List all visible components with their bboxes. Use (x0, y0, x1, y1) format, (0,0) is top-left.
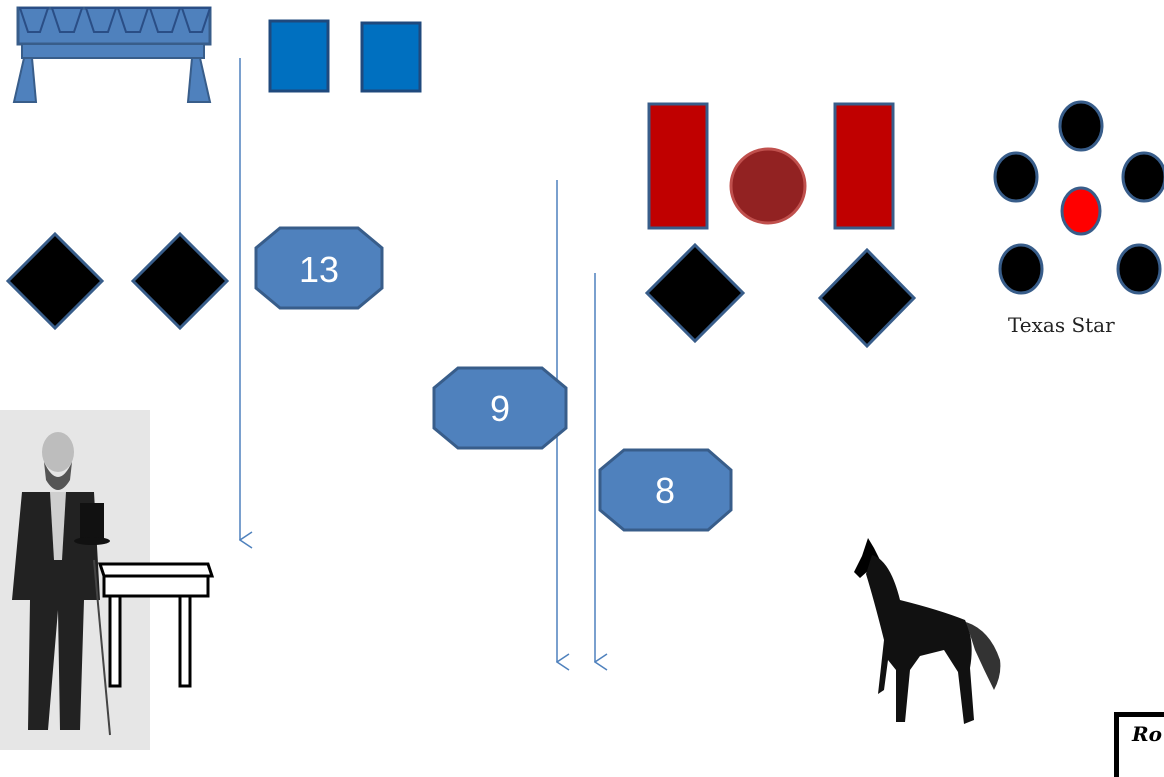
texas-star-formation (993, 100, 1164, 295)
badge-9-text: 9 (490, 388, 510, 429)
diamond-icon (817, 247, 917, 349)
man-photo-icon (0, 410, 150, 750)
diamond-icon (644, 242, 746, 344)
star-dot (993, 151, 1039, 203)
star-dot (1058, 100, 1104, 152)
diamond-icon (130, 231, 230, 331)
square-icon (360, 21, 422, 93)
badge-8: 8 (598, 448, 733, 532)
badge-8-text: 8 (655, 470, 675, 511)
badge-13-text: 13 (299, 249, 339, 290)
bench-icon (12, 6, 212, 103)
star-center (1060, 186, 1102, 236)
rectangle-icon (833, 102, 895, 230)
formation-label: Texas Star (1008, 313, 1115, 337)
square-icon (268, 19, 330, 93)
horse-icon (854, 538, 1001, 724)
table-icon (97, 562, 215, 688)
badge-9: 9 (432, 366, 568, 450)
circle-icon (729, 147, 807, 225)
star-dot (1116, 243, 1162, 295)
corner-label: Ro (1132, 722, 1162, 746)
diamond-icon (5, 231, 105, 331)
star-dot (998, 243, 1044, 295)
diagram-canvas: 13 9 8 (0, 6, 1164, 750)
rectangle-icon (647, 102, 709, 230)
star-dot (1121, 151, 1164, 203)
badge-13: 13 (254, 226, 384, 310)
